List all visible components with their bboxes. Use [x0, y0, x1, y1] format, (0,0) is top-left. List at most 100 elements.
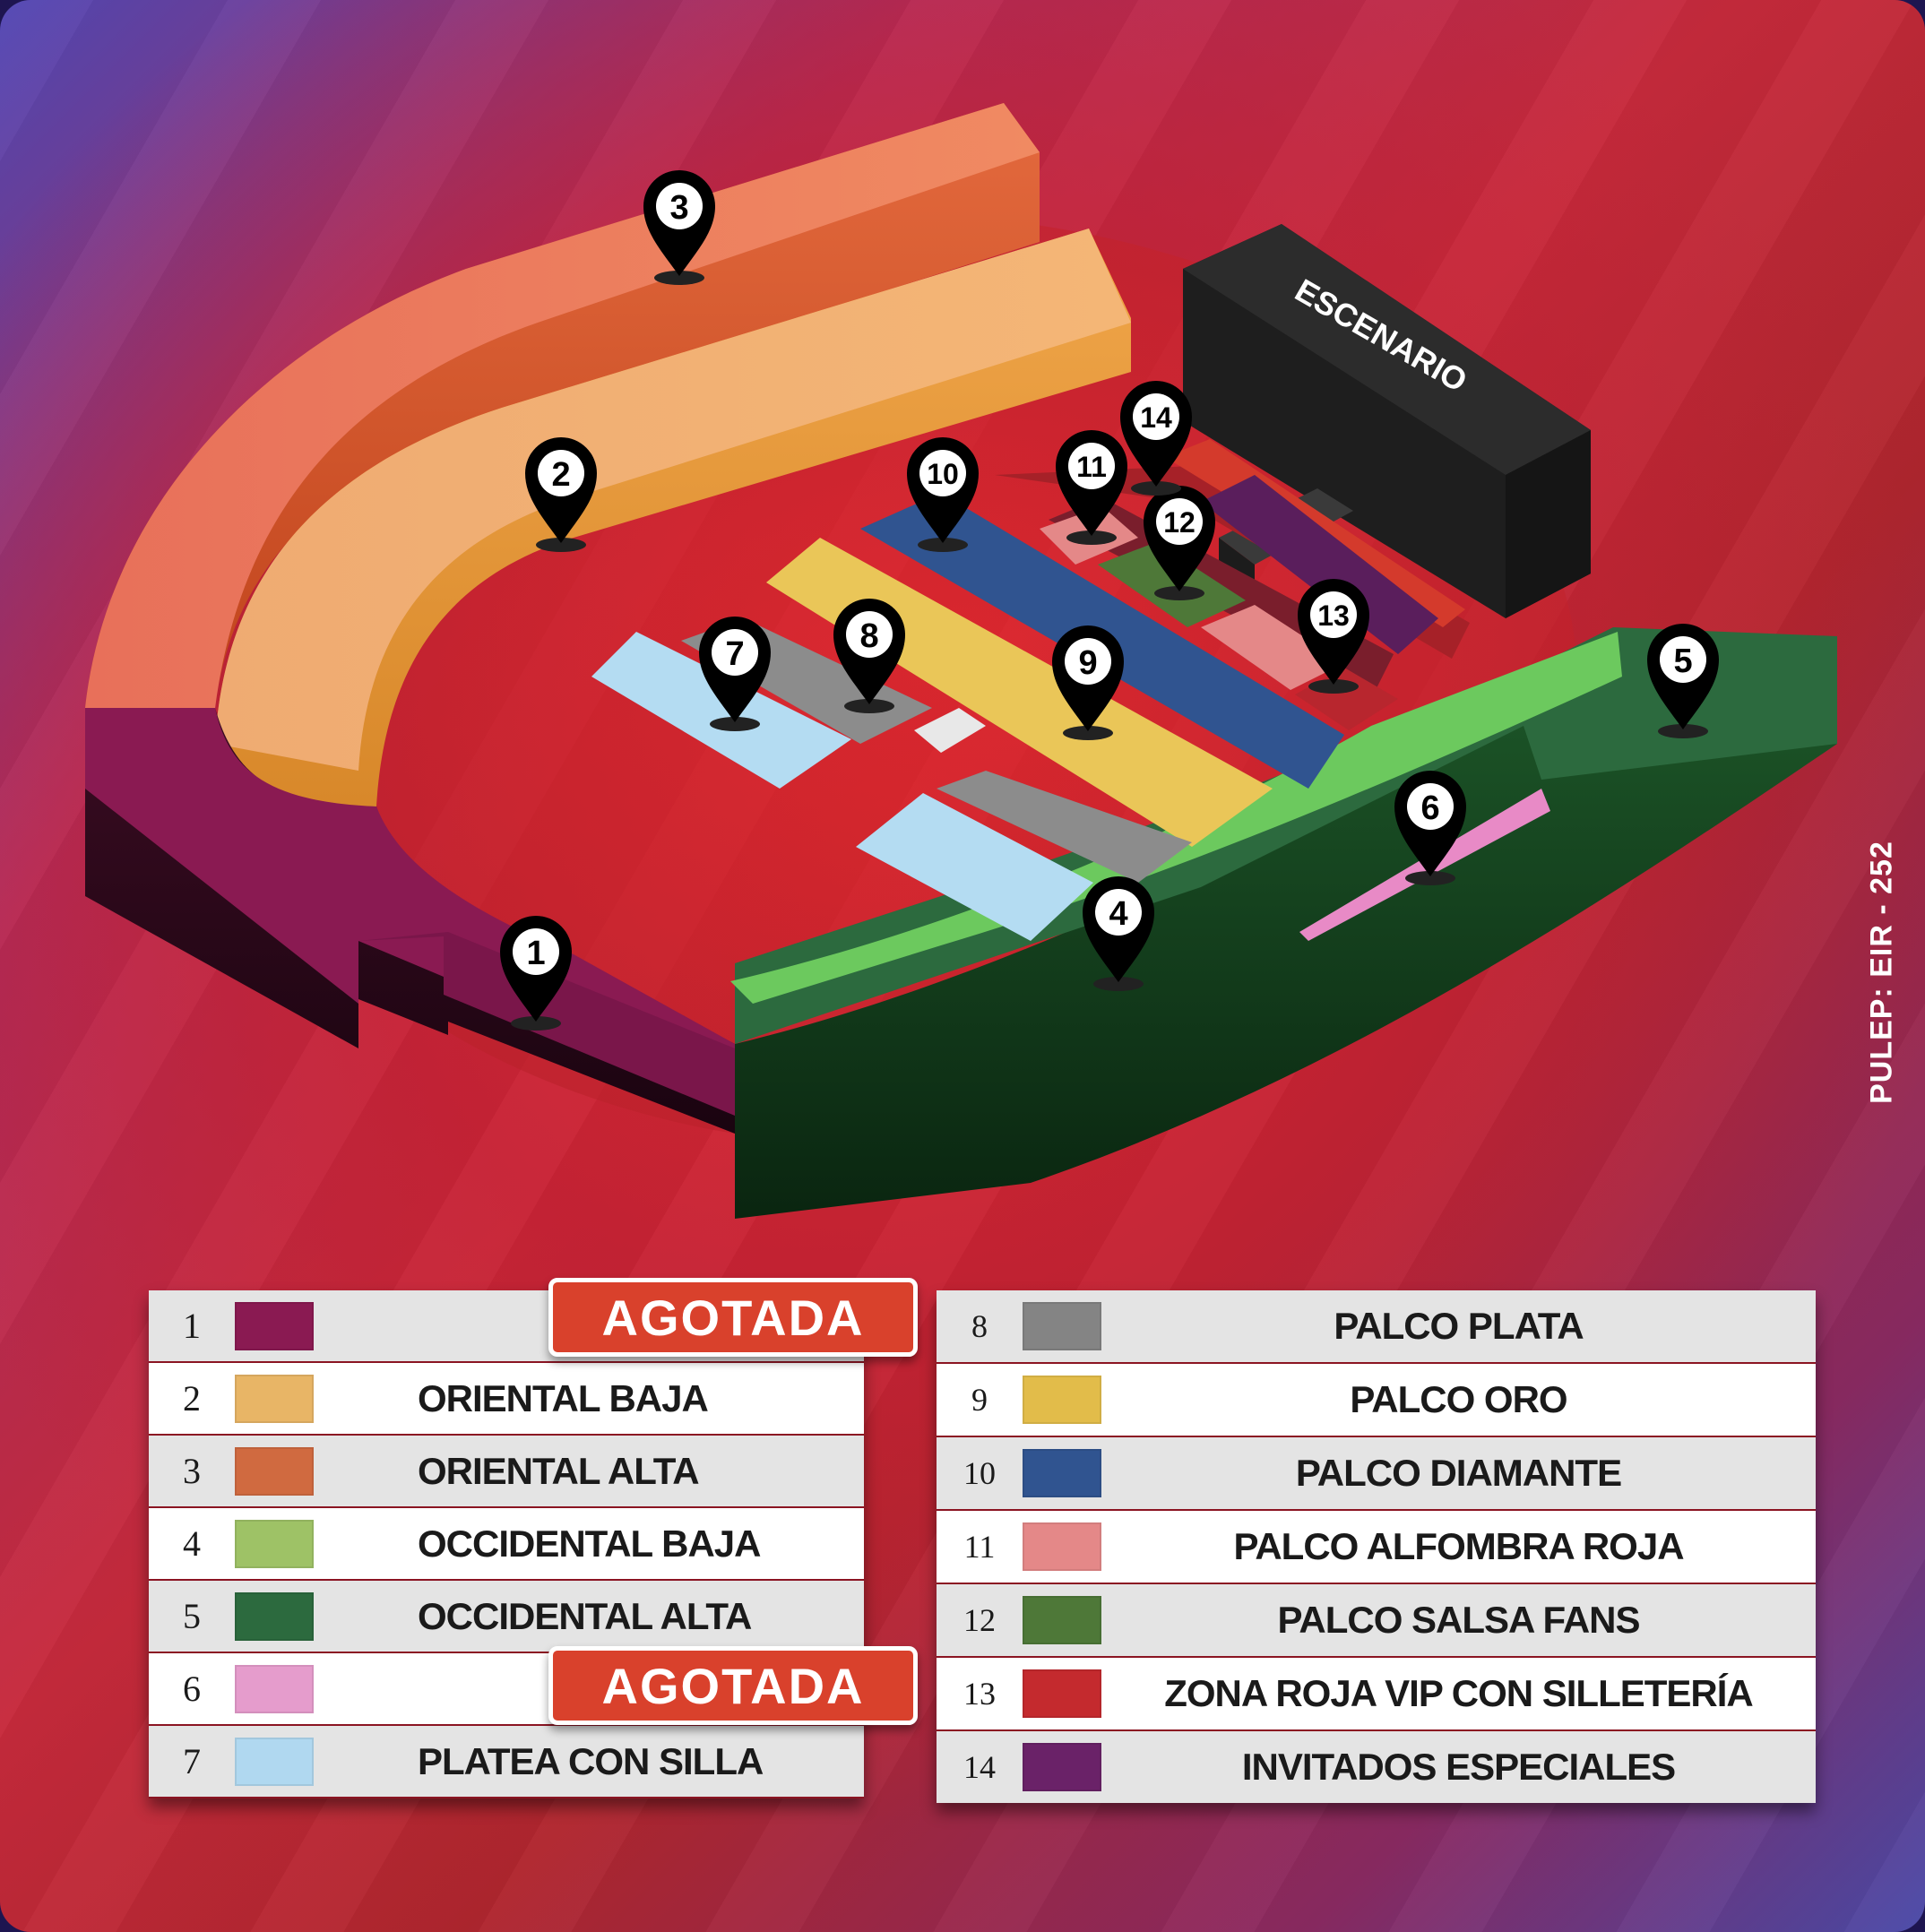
legend-label: OCCIDENTAL ALTA	[418, 1594, 752, 1637]
sold-out-badge: AGOTADA	[548, 1646, 918, 1725]
legend-swatch	[1023, 1596, 1101, 1644]
legend-row-3: 3 ORIENTAL ALTA	[149, 1436, 864, 1508]
legend-label: INVITADOS ESPECIALES	[1241, 1746, 1676, 1788]
legend-swatch	[1023, 1376, 1101, 1424]
legend-left: 1 2 ORIENTAL BAJA 3 ORIENTAL ALTA 4 OCCI…	[149, 1278, 918, 1798]
svg-text:1: 1	[526, 935, 545, 972]
pin-11[interactable]: 11	[1056, 430, 1127, 545]
legend-label: ORIENTAL BAJA	[418, 1376, 709, 1419]
legend-label: ORIENTAL ALTA	[418, 1449, 700, 1492]
legend-row-13: 13 ZONA ROJA VIP CON SILLETERÍA	[937, 1658, 1816, 1731]
section-oriental-baja[interactable]	[215, 229, 1131, 806]
legend-number: 10	[963, 1455, 996, 1491]
legend-row-11: 11 PALCO ALFOMBRA ROJA	[937, 1511, 1816, 1584]
legend-number: 11	[963, 1529, 996, 1565]
svg-text:11: 11	[1076, 451, 1107, 483]
svg-text:2: 2	[551, 456, 570, 494]
pin-13[interactable]: 13	[1298, 579, 1369, 694]
legend-number: 12	[963, 1602, 996, 1638]
svg-text:7: 7	[725, 635, 744, 673]
svg-text:5: 5	[1673, 643, 1692, 680]
pin-2[interactable]: 2	[525, 437, 597, 552]
pin-14[interactable]: 14	[1120, 381, 1192, 496]
legend-label: PALCO ORO	[1350, 1378, 1567, 1420]
legend-row-8: 8 PALCO PLATA	[937, 1290, 1816, 1364]
pin-7[interactable]: 7	[699, 617, 771, 731]
stage: ESCENARIO	[1183, 224, 1591, 618]
legend-label: PALCO ALFOMBRA ROJA	[1233, 1525, 1684, 1567]
legend-swatch	[1023, 1669, 1101, 1718]
svg-text:3: 3	[669, 189, 688, 227]
legend-row-10: 10 PALCO DIAMANTE	[937, 1437, 1816, 1511]
legend-row-14: 14 INVITADOS ESPECIALES	[937, 1731, 1816, 1803]
pin-8[interactable]: 8	[833, 599, 905, 713]
section-14-invitados[interactable]	[1201, 475, 1438, 654]
svg-text:6: 6	[1420, 789, 1439, 827]
legend-label: ZONA ROJA VIP CON SILLETERÍA	[1164, 1672, 1754, 1714]
section-11-alfombra-2[interactable]	[1201, 605, 1344, 690]
legend-row-5: 5 OCCIDENTAL ALTA	[149, 1581, 864, 1653]
pin-3[interactable]: 3	[643, 170, 715, 285]
legend-row-4: 4 OCCIDENTAL BAJA	[149, 1508, 864, 1581]
svg-text:8: 8	[859, 617, 878, 655]
pin-6[interactable]: 6	[1394, 771, 1466, 885]
legend-swatch	[1023, 1449, 1101, 1497]
legend-number: 13	[963, 1676, 996, 1712]
legend-label: PALCO PLATA	[1334, 1305, 1584, 1347]
legend-number: 2	[183, 1378, 201, 1419]
legend-row-9: 9 PALCO ORO	[937, 1364, 1816, 1437]
legend-swatch	[235, 1375, 314, 1423]
legend-number: 5	[183, 1596, 201, 1636]
pin-4[interactable]: 4	[1083, 876, 1154, 991]
legend-swatch	[1023, 1302, 1101, 1350]
legend-swatch	[235, 1447, 314, 1496]
map-pins: 3 2 1 7	[500, 170, 1719, 1031]
pin-12[interactable]: 12	[1144, 486, 1215, 600]
svg-text:12: 12	[1163, 506, 1196, 539]
svg-text:4: 4	[1109, 895, 1127, 933]
section-12-salsa[interactable]	[1098, 542, 1246, 627]
legend-label: PALCO DIAMANTE	[1295, 1452, 1622, 1494]
legend-label: PALCO SALSA FANS	[1277, 1599, 1640, 1641]
legend-row-12: 12 PALCO SALSA FANS	[937, 1584, 1816, 1658]
svg-text:10: 10	[927, 458, 959, 490]
section-7-platea-2[interactable]	[856, 793, 1093, 941]
pin-1[interactable]: 1	[500, 916, 572, 1031]
section-oriental-alta[interactable]	[85, 103, 1040, 708]
legend-number: 9	[971, 1382, 988, 1418]
legend-row-6: 6	[149, 1653, 864, 1726]
pulep-code: PULEP: EIR - 252	[1864, 841, 1899, 1104]
legend-row-7: 7 PLATEA CON SILLA	[149, 1726, 864, 1798]
venue-map: ESCENARIO 3	[85, 103, 1837, 1219]
svg-text:14: 14	[1140, 401, 1172, 434]
legend-swatch	[235, 1665, 314, 1713]
legend-number: 1	[183, 1306, 201, 1346]
section-occidental-alta[interactable]	[735, 627, 1837, 1219]
pin-5[interactable]: 5	[1647, 624, 1719, 738]
legend-right: 8 PALCO PLATA 9 PALCO ORO 10 PALCO DIAMA…	[937, 1290, 1816, 1803]
legend-swatch	[1023, 1743, 1101, 1791]
legend-label: PLATEA CON SILLA	[418, 1739, 764, 1782]
legend-swatch	[1023, 1522, 1101, 1571]
pin-10[interactable]: 10	[907, 437, 979, 552]
section-7-platea[interactable]	[591, 632, 851, 789]
legend-number: 8	[971, 1308, 988, 1344]
legend-number: 3	[183, 1451, 201, 1491]
control-booth	[914, 708, 986, 753]
sold-out-badge: AGOTADA	[548, 1278, 918, 1357]
legend-swatch	[235, 1592, 314, 1641]
legend-number: 4	[183, 1523, 201, 1564]
legend-swatch	[235, 1520, 314, 1568]
svg-text:9: 9	[1078, 644, 1097, 682]
legend-number: 14	[963, 1749, 996, 1785]
legend-label: OCCIDENTAL BAJA	[418, 1522, 761, 1565]
section-8-plata-2[interactable]	[937, 771, 1192, 883]
legend-number: 7	[183, 1741, 201, 1781]
legend-row-2: 2 ORIENTAL BAJA	[149, 1363, 864, 1436]
svg-text:13: 13	[1317, 599, 1350, 632]
pin-9[interactable]: 9	[1052, 625, 1124, 740]
legend-swatch	[235, 1302, 314, 1350]
legend-swatch	[235, 1738, 314, 1786]
legend-number: 6	[183, 1669, 201, 1709]
